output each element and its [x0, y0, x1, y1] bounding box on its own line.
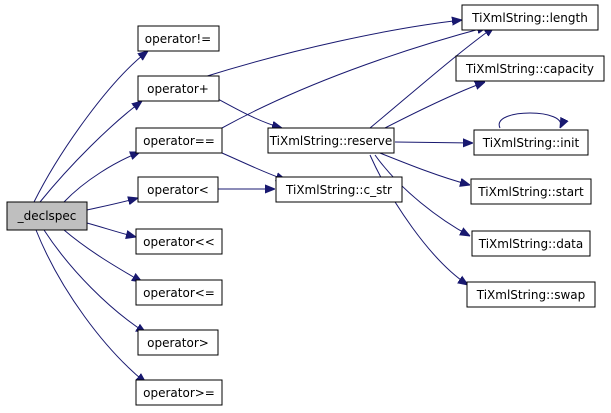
edge-reserve-to-init [394, 142, 473, 143]
node-data[interactable]: TiXmlString::data [471, 230, 591, 257]
edge-reserve-to-length [369, 27, 494, 129]
node-reserve-label: TiXmlString::reserve [269, 134, 393, 148]
node-operator-ge[interactable]: operator>= [135, 379, 223, 406]
node-swap-label: TiXmlString::swap [476, 288, 585, 302]
node-c-str[interactable]: TiXmlString::c_str [275, 176, 403, 203]
node-swap[interactable]: TiXmlString::swap [466, 281, 596, 308]
node-operator-shl-label: operator<< [143, 235, 215, 249]
node-init[interactable]: TiXmlString::init [473, 129, 589, 156]
node-operator-plus[interactable]: operator+ [137, 75, 220, 102]
node-start-label: TiXmlString::start [477, 185, 584, 199]
node-operator-le-label: operator<= [143, 286, 215, 300]
node-operator-eq[interactable]: operator== [135, 127, 223, 154]
node-c-str-label: TiXmlString::c_str [285, 183, 392, 197]
node-start[interactable]: TiXmlString::start [470, 178, 592, 205]
node-reserve[interactable]: TiXmlString::reserve [267, 127, 395, 154]
node-operator-ge-label: operator>= [143, 386, 215, 400]
edge-declspec-to-operator-shl [86, 222, 136, 237]
node-operator-lt-label: operator< [147, 183, 209, 197]
node-operator-lt[interactable]: operator< [137, 176, 219, 203]
node-declspec-label: _declspec [17, 209, 77, 223]
node-operator-gt[interactable]: operator> [137, 329, 219, 356]
edge-operator-eq-to-length [221, 27, 487, 129]
node-operator-plus-label: operator+ [147, 82, 209, 96]
edge-declspec-to-operator-gt [43, 229, 146, 333]
node-capacity[interactable]: TiXmlString::capacity [455, 55, 605, 82]
edge-reserve-to-capacity [384, 82, 485, 129]
node-init-label: TiXmlString::init [482, 136, 580, 150]
node-operator-le[interactable]: operator<= [135, 279, 223, 306]
edge-declspec-to-operator-eq [63, 152, 140, 203]
edge-declspec-to-operator-plus [39, 101, 142, 203]
edge-operator-plus-to-reserve [217, 98, 282, 128]
edge-operator-plus-to-length [203, 20, 462, 78]
node-operator-eq-label: operator== [143, 134, 215, 148]
node-data-label: TiXmlString::data [478, 237, 583, 251]
node-length[interactable]: TiXmlString::length [461, 4, 599, 31]
edge-reserve-to-start [379, 152, 470, 185]
edge-init-self-loop [498, 112, 561, 128]
edge-operator-eq-to-c-str [221, 152, 286, 180]
node-declspec[interactable]: _declspec [6, 201, 88, 231]
node-operator-shl[interactable]: operator<< [135, 228, 223, 255]
edge-declspec-to-operator-neq [33, 51, 148, 203]
edge-declspec-to-operator-lt [86, 198, 138, 211]
edge-declspec-to-operator-le [63, 229, 142, 282]
edge-reserve-to-data [374, 154, 470, 236]
edge-reserve-to-swap [369, 154, 468, 285]
node-capacity-label: TiXmlString::capacity [465, 62, 594, 76]
node-operator-neq[interactable]: operator!= [137, 25, 220, 52]
edge-declspec-to-operator-ge [35, 229, 146, 383]
node-length-label: TiXmlString::length [471, 11, 588, 25]
node-operator-gt-label: operator> [147, 336, 209, 350]
edges [33, 20, 561, 383]
node-operator-neq-label: operator!= [145, 32, 211, 46]
